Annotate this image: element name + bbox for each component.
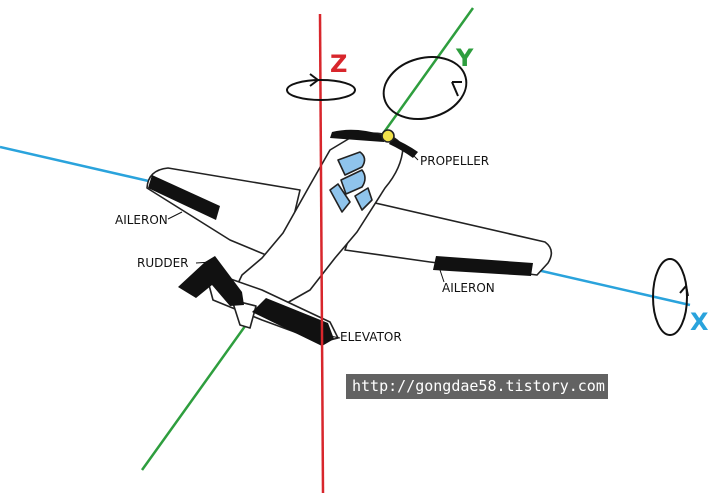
elevator xyxy=(252,298,334,346)
watermark: http://gongdae58.tistory.com xyxy=(346,374,608,399)
aileron-right-label: AILERON xyxy=(442,281,495,295)
propeller-label: PROPELLER xyxy=(420,154,489,168)
aileron-left-leader xyxy=(167,211,183,220)
tail-cone xyxy=(231,299,257,329)
y-axis-label: Y xyxy=(455,44,474,72)
rudder xyxy=(178,256,244,306)
watermark-text: http://gongdae58.tistory.com xyxy=(352,377,605,395)
x-axis-label: X xyxy=(690,308,709,336)
x-rotation-arrow xyxy=(652,258,689,336)
canopy-window-side xyxy=(329,183,351,213)
y-rotation-arrow xyxy=(382,56,468,120)
watermark-background xyxy=(346,374,608,399)
elevator-leader xyxy=(329,335,341,339)
aileron-left-label: AILERON xyxy=(115,213,168,227)
elevator-label: ELEVATOR xyxy=(340,330,402,344)
leader-lines xyxy=(167,151,445,339)
left-aileron xyxy=(148,175,220,220)
propeller-leader xyxy=(409,151,419,161)
rudder-leader xyxy=(195,261,213,264)
rudder-label: RUDDER xyxy=(137,256,189,270)
airplane xyxy=(146,129,553,346)
right-aileron xyxy=(433,256,533,276)
canopy-window-front xyxy=(337,151,366,176)
canopy-window-mid xyxy=(340,169,366,195)
z-axis-label: Z xyxy=(330,50,347,78)
aileron-right-leader xyxy=(439,269,445,283)
propeller-blade-left xyxy=(330,129,386,142)
canopy-window-rear xyxy=(354,187,373,211)
z-rotation-arrow xyxy=(286,73,356,101)
propeller-spinner xyxy=(381,129,395,143)
z-axis-line xyxy=(318,13,325,494)
